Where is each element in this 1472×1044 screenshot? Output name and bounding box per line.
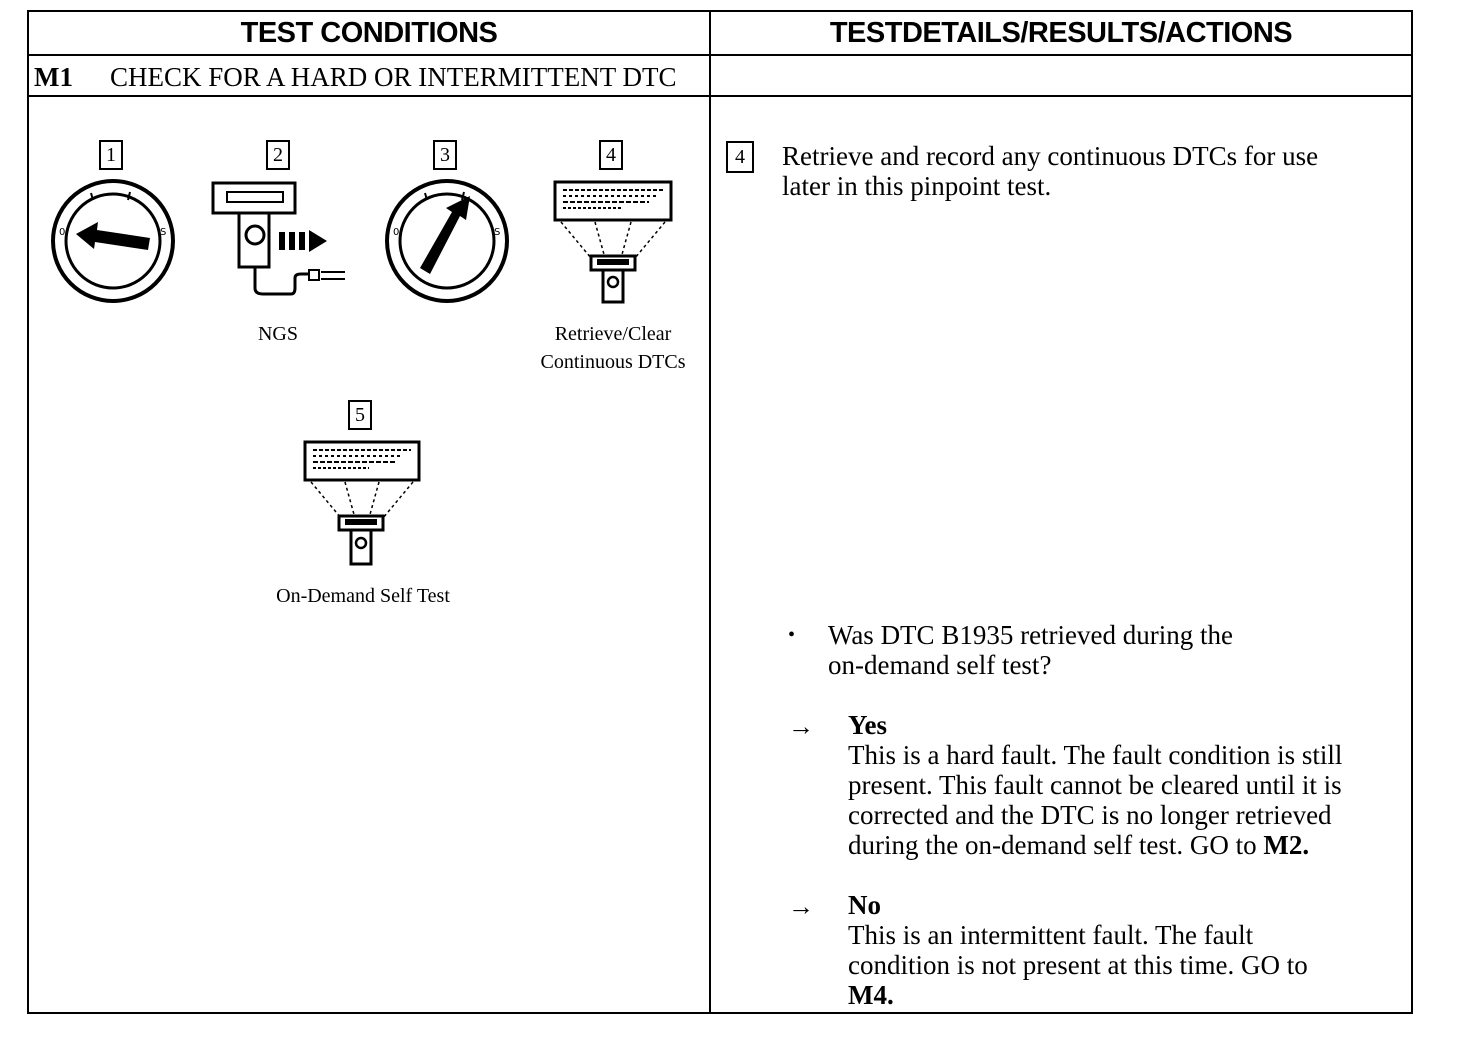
tester-screen-icon bbox=[303, 440, 421, 566]
svg-text:S: S bbox=[494, 227, 500, 238]
question-text: Was DTC B1935 retrieved during the on-de… bbox=[828, 620, 1233, 680]
tester-screen-icon bbox=[553, 180, 673, 304]
no-goto-link[interactable]: M4 bbox=[848, 980, 887, 1010]
condition-caption-5: On-Demand Self Test bbox=[276, 585, 450, 607]
detail-instruction-line2: later in this pinpoint test. bbox=[782, 171, 1052, 201]
step-id: M1 bbox=[34, 62, 73, 92]
detail-instruction: Retrieve and record any continuous DTCs … bbox=[782, 141, 1318, 201]
svg-text:S: S bbox=[160, 227, 166, 238]
yes-line4-end: . bbox=[1302, 830, 1310, 860]
header-divider bbox=[27, 54, 1413, 56]
condition-number-5: 5 bbox=[348, 400, 372, 430]
condition-number-2: 2 bbox=[266, 140, 290, 170]
question-line1: Was DTC B1935 retrieved during the bbox=[828, 620, 1233, 650]
condition-caption-4: Retrieve/Clear Continuous DTCs bbox=[520, 320, 706, 376]
no-line2: condition is not present at this time. G… bbox=[848, 950, 1308, 980]
condition-caption-4-line1: Retrieve/Clear bbox=[554, 323, 672, 345]
detail-step-number: 4 bbox=[726, 141, 754, 173]
yes-line4: during the on-demand self test. GO to M2… bbox=[848, 830, 1342, 860]
condition-number-3: 3 bbox=[433, 140, 457, 170]
step-title-row: M1 CHECK FOR A HARD OR INTERMITTENT DTC bbox=[34, 58, 677, 96]
step-title: CHECK FOR A HARD OR INTERMITTENT DTC bbox=[110, 62, 677, 92]
yes-line1: This is a hard fault. The fault conditio… bbox=[848, 740, 1343, 770]
ignition-run-icon: 0 S bbox=[385, 179, 509, 303]
yes-line4-text: during the on-demand self test. GO to bbox=[848, 830, 1264, 860]
condition-number-4: 4 bbox=[599, 140, 623, 170]
table-frame bbox=[27, 10, 1413, 1014]
yes-label: Yes bbox=[848, 710, 887, 740]
svg-text:0: 0 bbox=[393, 227, 399, 238]
question-line2: on-demand self test? bbox=[828, 650, 1052, 680]
yes-line2: present. This fault cannot be cleared un… bbox=[848, 770, 1342, 800]
svg-text:0: 0 bbox=[59, 227, 65, 238]
no-block: No This is an intermittent fault. The fa… bbox=[848, 890, 1308, 1010]
no-arrow-icon: → bbox=[788, 892, 814, 921]
yes-line3: corrected and the DTC is no longer retri… bbox=[848, 800, 1332, 830]
step-divider bbox=[27, 95, 1413, 97]
yes-block: Yes This is a hard fault. The fault cond… bbox=[848, 710, 1342, 860]
ignition-off-icon: 0 S bbox=[51, 179, 175, 303]
test-conditions-header: TEST CONDITIONS bbox=[240, 17, 498, 49]
test-details-header: TESTDETAILS/RESULTS/ACTIONS bbox=[829, 17, 1293, 49]
column-divider bbox=[709, 10, 711, 1014]
detail-instruction-line1: Retrieve and record any continuous DTCs … bbox=[782, 141, 1319, 171]
no-line1: This is an intermittent fault. The fault bbox=[848, 920, 1254, 950]
condition-caption-4-line2: Continuous DTCs bbox=[540, 351, 686, 373]
yes-arrow-icon: → bbox=[788, 712, 814, 741]
condition-number-1: 1 bbox=[99, 140, 123, 170]
ngs-tester-connect-icon bbox=[211, 181, 345, 296]
no-label: No bbox=[848, 890, 881, 920]
question-bullet: • bbox=[788, 624, 796, 646]
no-line3-end: . bbox=[886, 980, 894, 1010]
condition-caption-2: NGS bbox=[257, 323, 298, 345]
yes-goto-link[interactable]: M2 bbox=[1263, 830, 1303, 860]
